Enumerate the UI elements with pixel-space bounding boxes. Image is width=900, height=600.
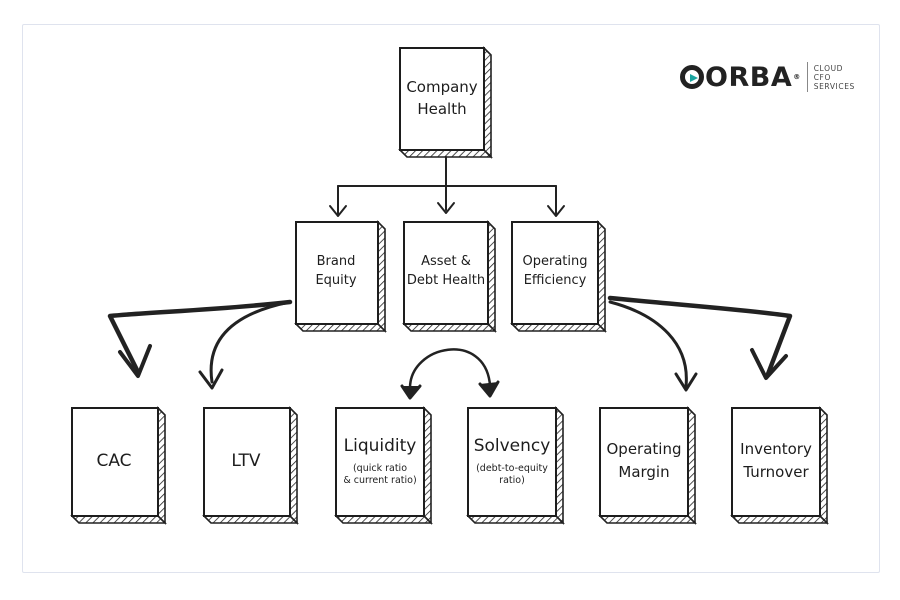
box-face <box>599 407 689 517</box>
node-boxes <box>70 46 829 525</box>
node-label: Operating Efficiency <box>522 254 588 288</box>
registered-mark: ® <box>793 73 801 81</box>
box-company-health <box>398 46 493 159</box>
box-face <box>335 407 425 517</box>
box-bottom <box>598 515 697 524</box>
orba-logo: ORBA ® CLOUD CFO SERVICES <box>680 60 855 94</box>
box-face <box>467 407 557 517</box>
box-inventory-turnover <box>730 406 829 525</box>
node-label: Solvency <box>473 435 551 456</box>
box-side <box>377 220 386 333</box>
connector-brand-ltv-head <box>198 368 224 390</box>
node-company-health: Company Health <box>400 48 484 150</box>
logo-divider <box>806 62 808 92</box>
box-face <box>511 221 599 325</box>
box-side <box>483 46 492 159</box>
box-bottom <box>294 323 387 332</box>
node-ltv: LTV <box>204 408 288 514</box>
node-sublabel: (quick ratio & current ratio) <box>343 462 417 487</box>
node-operating-margin: Operating Margin <box>600 408 688 514</box>
box-bottom <box>398 149 493 158</box>
node-inventory-turnover: Inventory Turnover <box>732 408 820 514</box>
box-asset-debt-health <box>402 220 497 333</box>
box-side <box>423 406 432 525</box>
connector-efficiency-margin <box>608 300 688 388</box>
node-label: Operating Margin <box>606 439 682 481</box>
box-side <box>687 406 696 525</box>
node-label: Liquidity <box>343 435 417 456</box>
node-label: Company Health <box>406 78 478 118</box>
box-bottom <box>510 323 607 332</box>
box-side <box>597 220 606 333</box>
box-bottom <box>402 323 497 332</box>
box-bottom <box>334 515 433 524</box>
node-sublabel: (debt-to-equity ratio) <box>476 462 548 487</box>
box-face <box>399 47 485 151</box>
box-cac <box>70 406 167 525</box>
node-liquidity: Liquidity (quick ratio & current ratio) <box>336 408 424 514</box>
connector-efficiency-turnover <box>607 295 793 377</box>
box-solvency <box>466 406 565 525</box>
logo-wordmark: ORBA ® <box>680 62 801 93</box>
box-face <box>295 221 379 325</box>
box-operating-margin <box>598 406 697 525</box>
box-side <box>487 220 496 333</box>
node-label: CAC <box>96 450 132 471</box>
connector-asset-solvency-head <box>478 380 500 398</box>
node-asset-debt-health: Asset & Debt Health <box>404 222 488 322</box>
node-label: Asset & Debt Health <box>406 254 486 288</box>
box-side <box>819 406 828 525</box>
box-face <box>731 407 821 517</box>
connector-asset-arc <box>408 348 492 390</box>
box-face <box>403 221 489 325</box>
connector-efficiency-margin-head <box>674 372 698 392</box>
logo-text: ORBA <box>705 61 793 93</box>
node-label: Brand Equity <box>315 254 357 288</box>
node-solvency: Solvency (debt-to-equity ratio) <box>468 408 556 514</box>
box-brand-equity <box>294 220 387 333</box>
connector-brand-cac-head <box>118 344 152 378</box>
play-icon <box>680 65 704 89</box>
box-liquidity <box>334 406 433 525</box>
connector-asset-liquidity-head <box>400 384 422 400</box>
node-cac: CAC <box>72 408 156 514</box>
box-bottom <box>466 515 565 524</box>
box-bottom <box>730 515 829 524</box>
logo-tagline: CLOUD CFO SERVICES <box>813 63 855 91</box>
connectors <box>107 156 793 400</box>
box-side <box>555 406 564 525</box>
connector-root-brand-head <box>329 205 347 217</box>
box-bottom <box>202 515 299 524</box>
node-operating-efficiency: Operating Efficiency <box>512 222 598 322</box>
box-ltv <box>202 406 299 525</box>
box-side <box>289 406 298 525</box>
box-bottom <box>70 515 167 524</box>
node-label: LTV <box>231 450 261 471</box>
node-label: Inventory Turnover <box>740 439 812 481</box>
node-brand-equity: Brand Equity <box>296 222 376 322</box>
box-face <box>203 407 291 517</box>
box-operating-efficiency <box>510 220 607 333</box>
connector-root-asset-head <box>437 202 455 214</box>
box-face <box>71 407 159 517</box>
connector-brand-cac <box>107 299 293 375</box>
connector-root-efficiency-head <box>547 205 565 217</box>
connector-efficiency-turnover-head <box>750 348 788 380</box>
connector-brand-ltv <box>209 300 292 384</box>
box-side <box>157 406 166 525</box>
